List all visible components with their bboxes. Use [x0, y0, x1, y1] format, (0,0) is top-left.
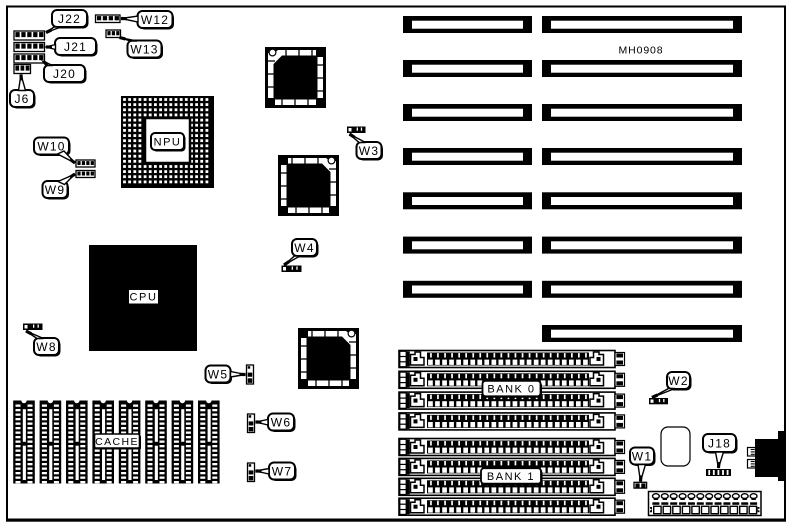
svg-text:W1: W1	[632, 449, 652, 463]
svg-text:MH0908: MH0908	[618, 45, 663, 57]
svg-text:J18: J18	[708, 436, 731, 450]
svg-text:W9: W9	[45, 183, 65, 197]
svg-text:J22: J22	[58, 12, 81, 26]
svg-text:NPU: NPU	[154, 137, 182, 149]
svg-text:W13: W13	[130, 42, 158, 56]
svg-text:W5: W5	[208, 367, 228, 381]
svg-text:CPU: CPU	[129, 292, 157, 304]
svg-text:BANK 0: BANK 0	[487, 384, 535, 396]
svg-text:W4: W4	[294, 241, 314, 255]
svg-text:W7: W7	[272, 464, 292, 478]
svg-text:W3: W3	[359, 144, 379, 158]
svg-text:J6: J6	[14, 92, 29, 106]
svg-text:W8: W8	[36, 340, 56, 354]
svg-text:J21: J21	[64, 40, 87, 54]
svg-text:CACHE: CACHE	[95, 436, 139, 448]
svg-text:J20: J20	[53, 67, 76, 81]
svg-text:W12: W12	[141, 13, 169, 27]
svg-text:W10: W10	[37, 139, 65, 153]
svg-text:W2: W2	[668, 374, 688, 388]
svg-text:BANK 1: BANK 1	[487, 471, 535, 483]
svg-text:W6: W6	[271, 415, 291, 429]
